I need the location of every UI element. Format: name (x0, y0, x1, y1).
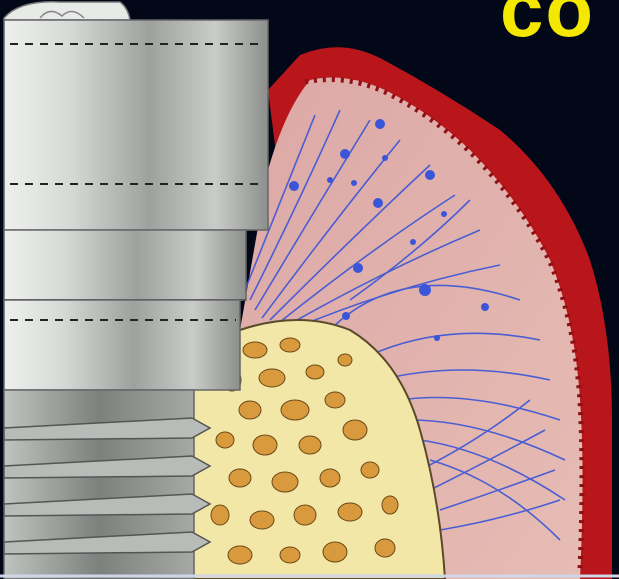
implant-abutment-cap (4, 20, 268, 230)
implant-collar-icon (4, 300, 240, 390)
implant-collar (4, 230, 246, 300)
slide-title-fragment: co (500, 0, 595, 48)
implant-threads-icon (4, 390, 210, 579)
implant-cap-icon (4, 2, 130, 20)
